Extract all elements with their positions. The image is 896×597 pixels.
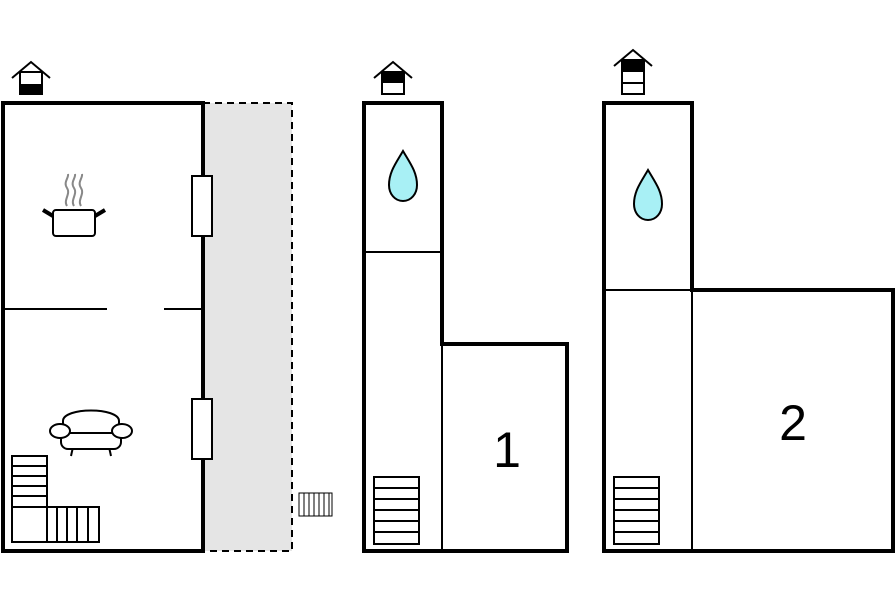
first-floor-outline bbox=[362, 101, 569, 553]
ground-floor-outline bbox=[1, 101, 205, 553]
house-level-icon bbox=[11, 60, 51, 95]
room-label: 1 bbox=[493, 422, 521, 478]
stairs-icon bbox=[11, 455, 100, 543]
stairs-icon bbox=[613, 476, 660, 545]
room-label: 2 bbox=[779, 395, 807, 451]
sofa-icon bbox=[49, 409, 133, 457]
radiator-icon bbox=[298, 492, 333, 517]
house-level-icon bbox=[613, 48, 653, 95]
terrace bbox=[202, 102, 293, 552]
water-drop-icon bbox=[387, 149, 419, 203]
ground-floor bbox=[1, 60, 333, 553]
water-drop-icon bbox=[632, 168, 664, 222]
window bbox=[191, 398, 213, 460]
window bbox=[191, 175, 213, 237]
cooking-pot-icon bbox=[41, 173, 107, 237]
stairs-icon bbox=[373, 476, 420, 545]
second-floor-outline bbox=[602, 101, 895, 553]
house-level-icon bbox=[373, 60, 413, 95]
second-floor: 2 bbox=[602, 48, 895, 553]
first-floor: 1 bbox=[362, 60, 569, 553]
